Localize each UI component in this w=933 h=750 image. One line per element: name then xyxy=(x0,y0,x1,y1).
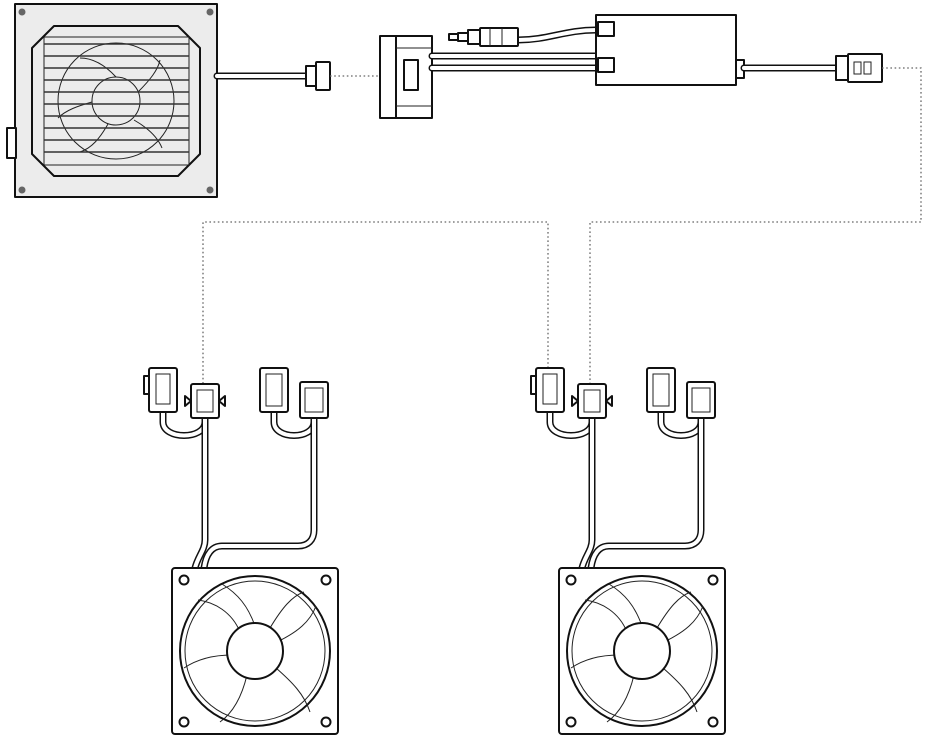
case-fan-icon xyxy=(558,567,726,735)
case-fan-icon xyxy=(171,567,339,735)
adapter-cable-icon xyxy=(379,14,883,119)
fan-connector-icon xyxy=(143,367,329,419)
left-fan-assembly xyxy=(143,367,339,735)
power-supply-icon xyxy=(6,3,218,198)
connection-lines xyxy=(202,67,922,392)
left-fan-cables xyxy=(159,408,318,572)
right-fan-assembly xyxy=(530,367,726,735)
psu-output-cable xyxy=(213,61,331,91)
right-fan-cables xyxy=(546,408,705,572)
fan-connector-icon xyxy=(530,367,716,419)
